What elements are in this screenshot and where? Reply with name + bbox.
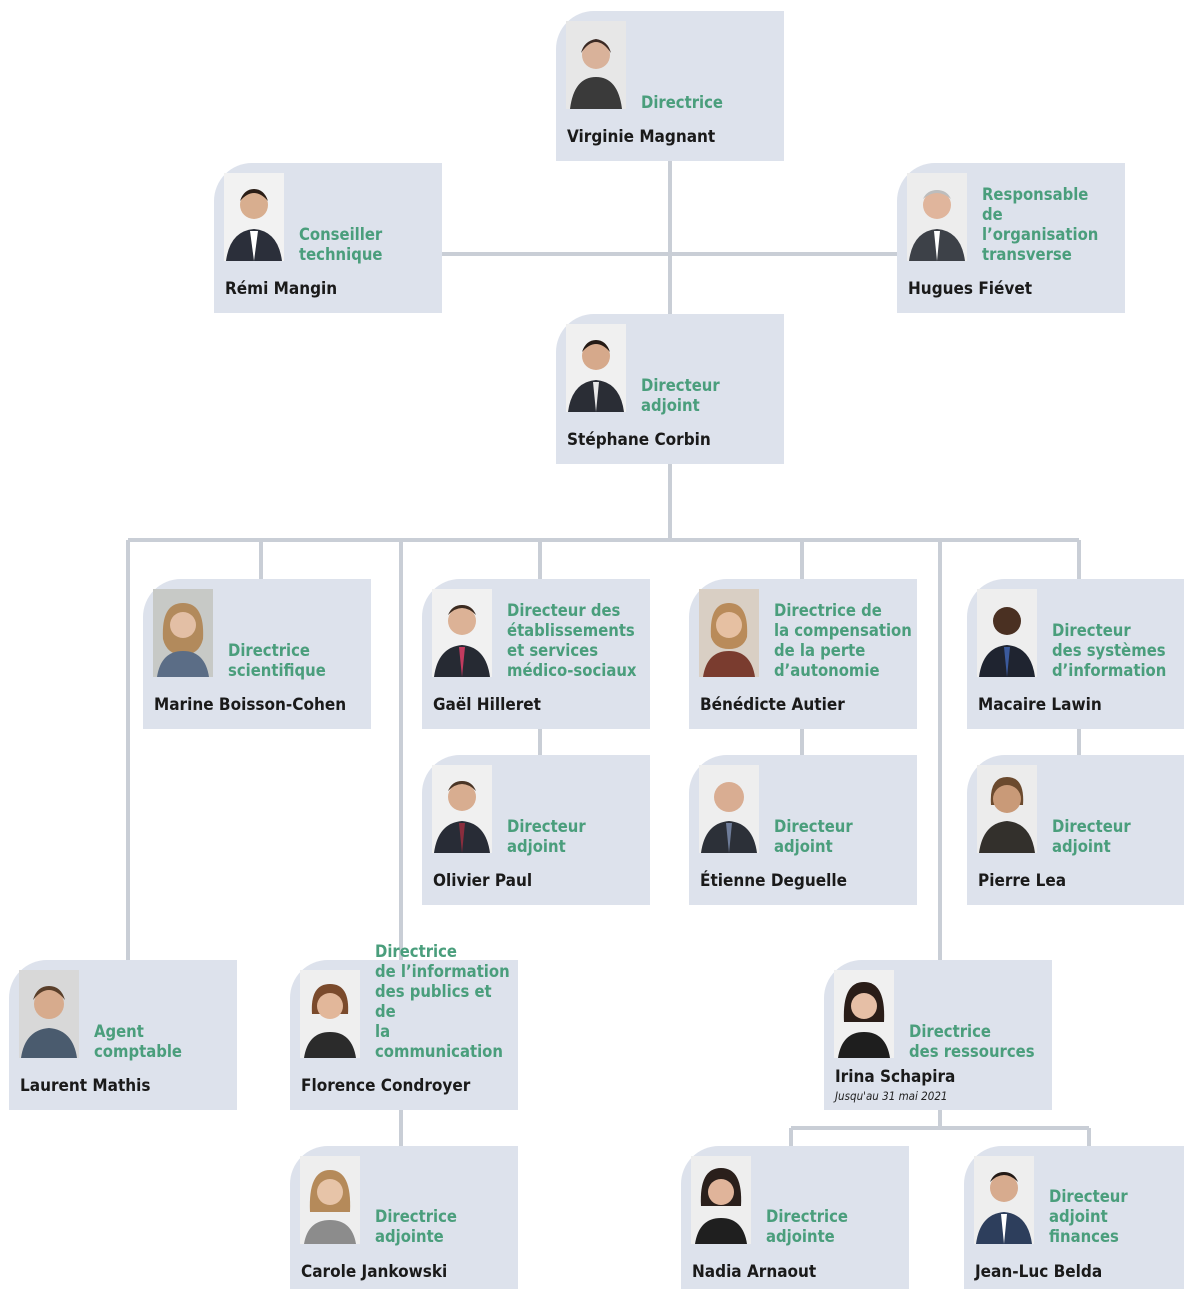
card-it-deputy: Directeur adjoint Pierre Lea xyxy=(967,755,1184,905)
role-label: Directeur adjoint xyxy=(641,376,720,415)
role-label: Directeur des établissements et services… xyxy=(507,601,637,680)
card-deputy: Directeur adjoint Stéphane Corbin xyxy=(556,314,784,464)
card-compensation: Directrice de la compensation de la pert… xyxy=(689,579,917,729)
person-name: Stéphane Corbin xyxy=(567,430,711,450)
card-communication: Directrice de l’information des publics … xyxy=(290,942,518,1110)
person-name: Étienne Deguelle xyxy=(700,871,847,891)
person-name: Florence Condroyer xyxy=(301,1076,471,1096)
portrait-photo xyxy=(699,589,759,677)
portrait-photo xyxy=(977,765,1037,853)
card-resources: Directrice des ressources Irina Schapira… xyxy=(824,960,1052,1110)
card-communication-deputy: Directrice adjointe Carole Jankowski xyxy=(290,1146,518,1289)
role-label: Directrice des ressources xyxy=(909,1022,1035,1061)
role-label: Agent comptable xyxy=(94,1022,182,1061)
role-label: Directeur adjoint xyxy=(774,817,853,856)
card-finance-deputy: Directeur adjoint finances Jean-Luc Beld… xyxy=(964,1146,1184,1289)
card-accountant: Agent comptable Laurent Mathis xyxy=(9,960,237,1110)
portrait-photo xyxy=(566,324,626,412)
portrait-photo xyxy=(691,1156,751,1244)
person-name: Carole Jankowski xyxy=(301,1262,448,1282)
portrait-photo xyxy=(300,970,360,1058)
person-name: Marine Boisson-Cohen xyxy=(154,695,347,715)
card-transverse: Responsable de l’organisation transverse… xyxy=(897,163,1125,313)
role-label: Directrice adjointe xyxy=(375,1207,457,1246)
portrait-photo xyxy=(432,589,492,677)
person-name: Hugues Fiévet xyxy=(908,279,1033,299)
person-name: Nadia Arnaout xyxy=(692,1262,817,1282)
portrait-photo xyxy=(566,21,626,109)
card-it: Directeur des systèmes d’information Mac… xyxy=(967,579,1184,729)
person-name: Laurent Mathis xyxy=(20,1076,151,1096)
role-label: Directrice adjointe xyxy=(766,1207,848,1246)
card-resources-deputy: Directrice adjointe Nadia Arnaout xyxy=(681,1146,909,1289)
person-name: Macaire Lawin xyxy=(978,695,1102,715)
card-compensation-deputy: Directeur adjoint Étienne Deguelle xyxy=(689,755,917,905)
card-advisor: Conseiller technique Rémi Mangin xyxy=(214,163,442,313)
role-label: Directrice xyxy=(641,93,723,112)
tenure-note: Jusqu'au 31 mai 2021 xyxy=(835,1089,948,1103)
portrait-photo xyxy=(19,970,79,1058)
role-label: Responsable de l’organisation transverse xyxy=(982,185,1099,264)
card-director: Directrice Virginie Magnant xyxy=(556,11,784,161)
portrait-photo xyxy=(432,765,492,853)
person-name: Rémi Mangin xyxy=(225,279,338,299)
person-name: Jean-Luc Belda xyxy=(975,1262,1103,1282)
portrait-photo xyxy=(300,1156,360,1244)
card-establishments-deputy: Directeur adjoint Olivier Paul xyxy=(422,755,650,905)
role-label: Directeur adjoint xyxy=(507,817,586,856)
person-name: Irina Schapira xyxy=(835,1067,956,1087)
role-label: Directrice de l’information des publics … xyxy=(375,942,510,1061)
card-scientific: Directrice scientifique Marine Boisson-C… xyxy=(143,579,371,729)
portrait-photo xyxy=(699,765,759,853)
role-label: Directeur des systèmes d’information xyxy=(1052,621,1167,680)
person-name: Olivier Paul xyxy=(433,871,533,891)
role-label: Directrice scientifique xyxy=(228,641,326,680)
role-label: Directrice de la compensation de la pert… xyxy=(774,601,912,680)
card-establishments: Directeur des établissements et services… xyxy=(422,579,650,729)
role-label: Conseiller technique xyxy=(299,225,383,264)
role-label: Directeur adjoint finances xyxy=(1049,1187,1128,1246)
portrait-photo xyxy=(974,1156,1034,1244)
portrait-photo xyxy=(834,970,894,1058)
role-label: Directeur adjoint xyxy=(1052,817,1131,856)
person-name: Gaël Hilleret xyxy=(433,695,541,715)
portrait-photo xyxy=(907,173,967,261)
person-name: Virginie Magnant xyxy=(567,127,716,147)
person-name: Pierre Lea xyxy=(978,871,1067,891)
person-name: Bénédicte Autier xyxy=(700,695,845,715)
portrait-photo xyxy=(153,589,213,677)
portrait-photo xyxy=(224,173,284,261)
portrait-photo xyxy=(977,589,1037,677)
